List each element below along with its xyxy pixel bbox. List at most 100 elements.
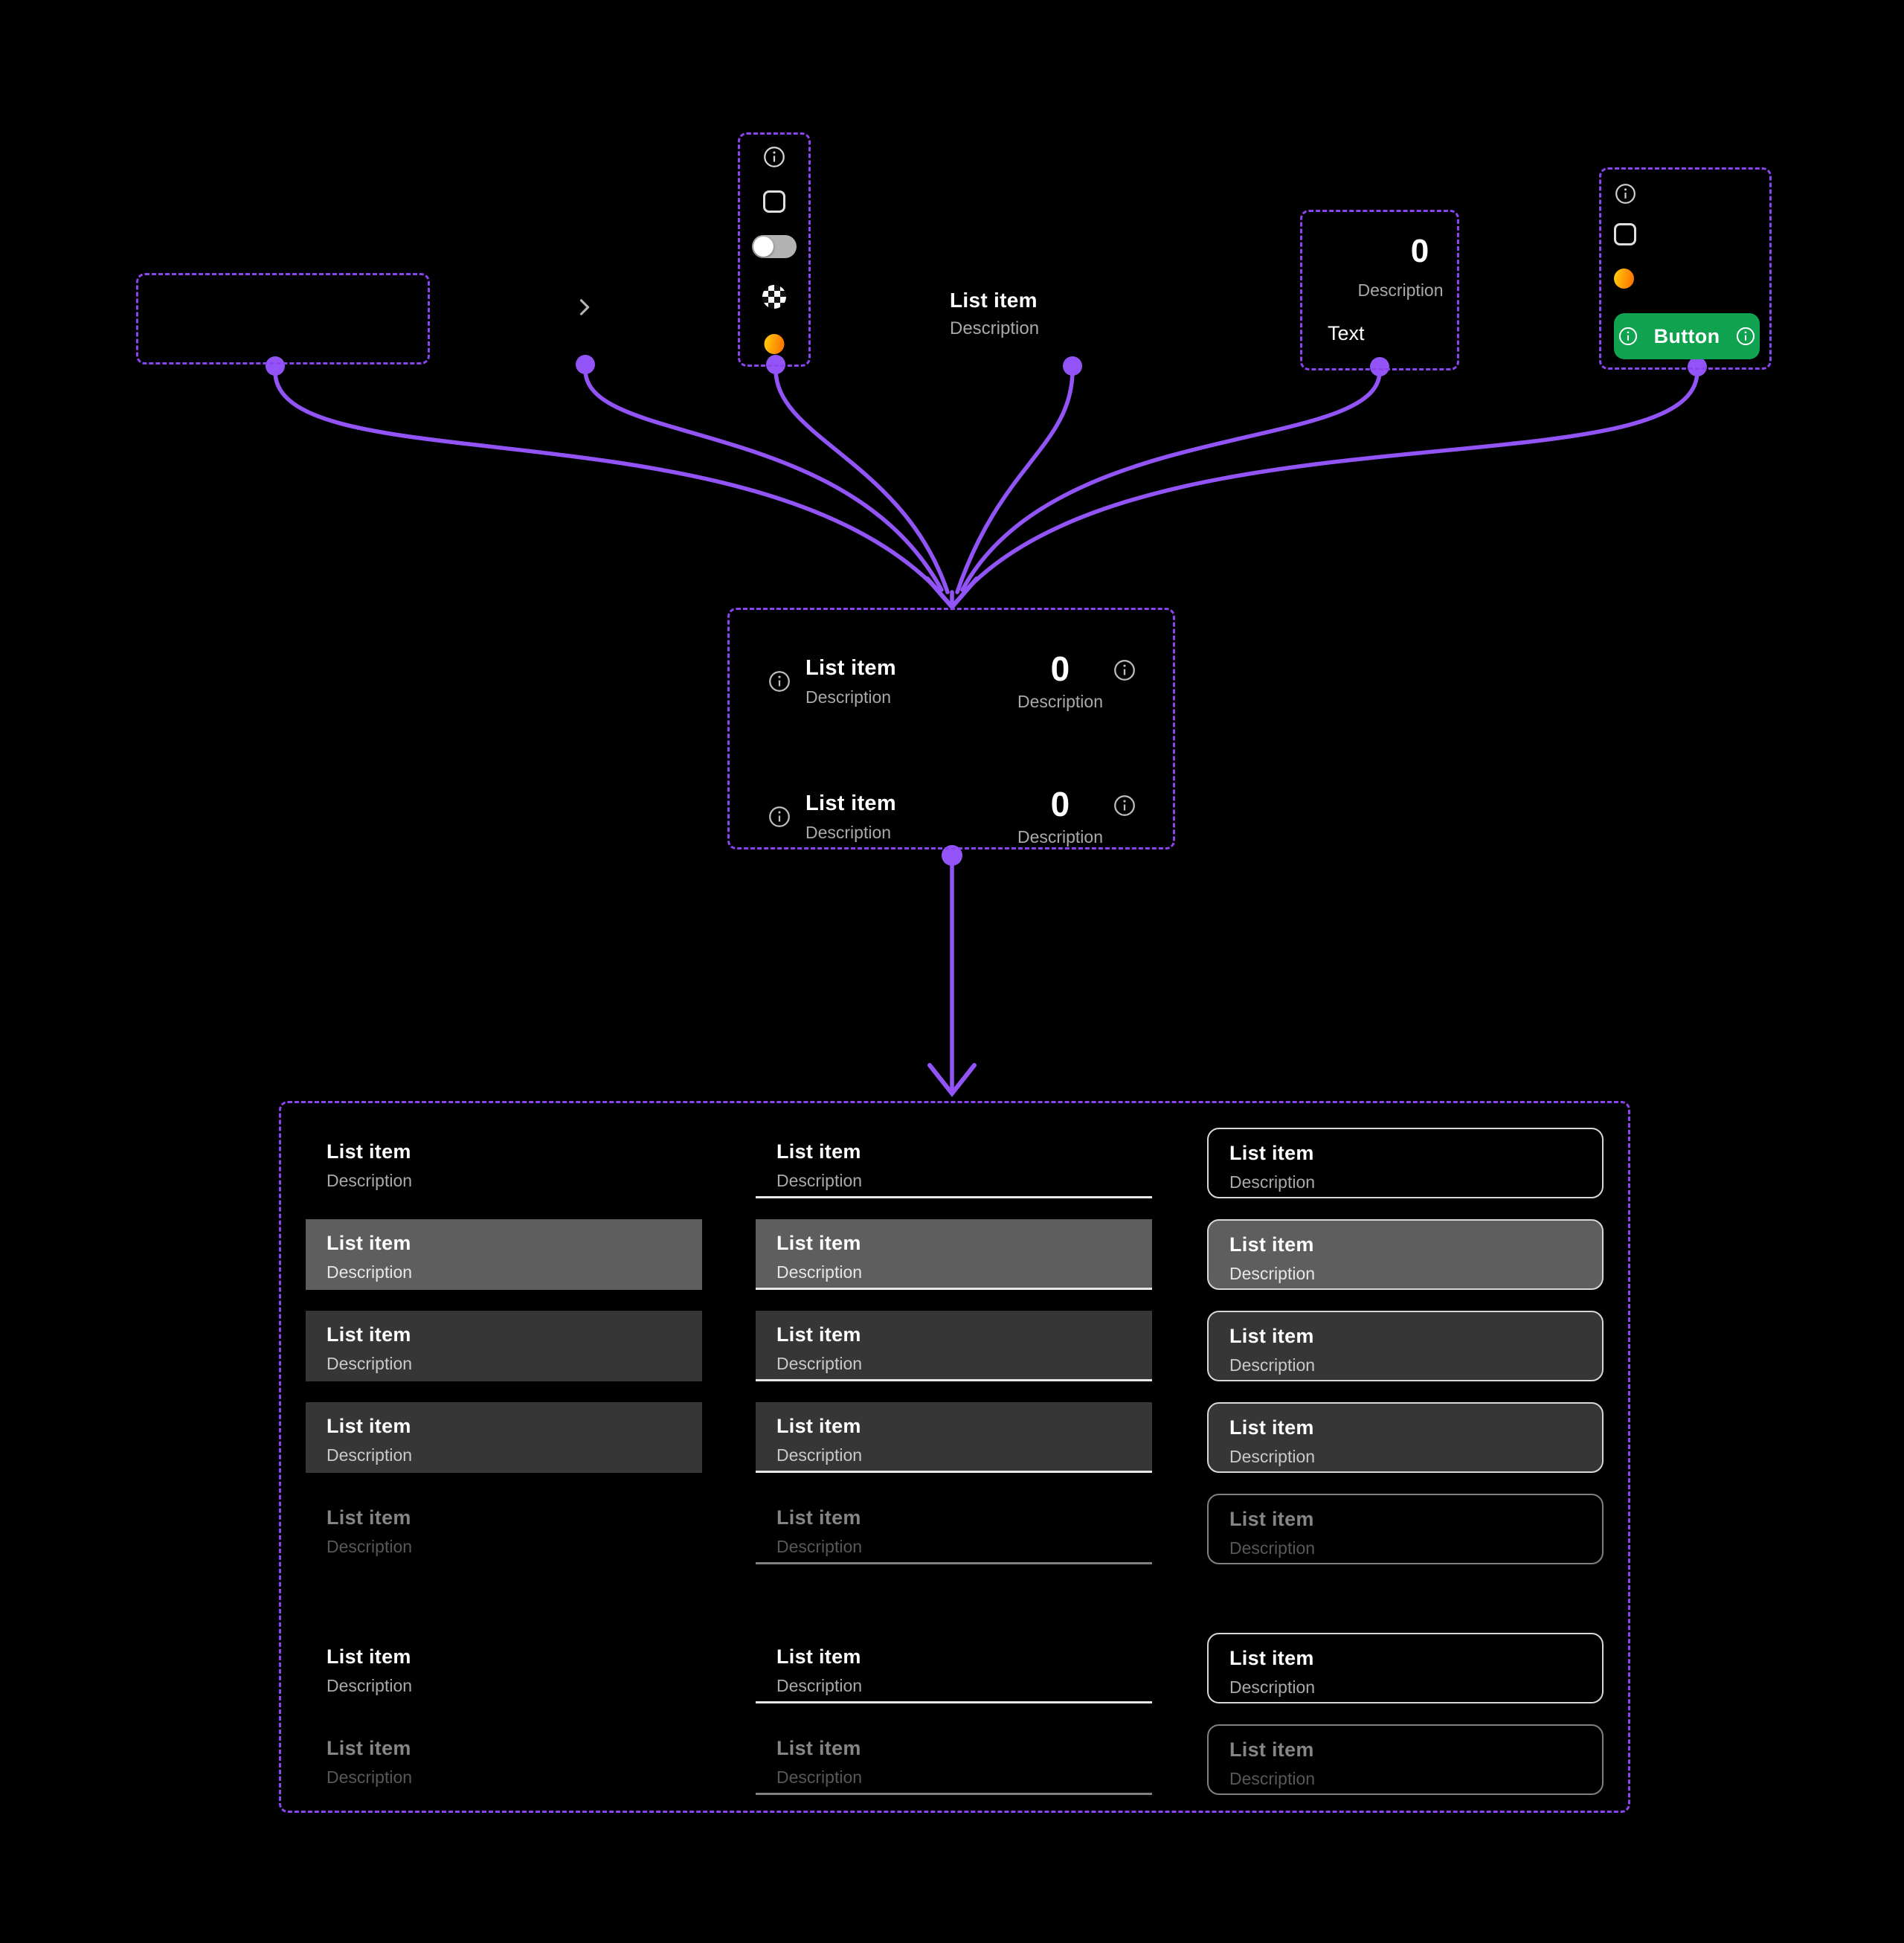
row-description: Description: [805, 822, 892, 842]
detail-row[interactable]: List item Description 0 Description: [768, 778, 1136, 855]
list-item-preview: List item Description: [950, 289, 1039, 339]
row-value: 0: [1050, 784, 1070, 823]
list-item-description: Description: [776, 1354, 863, 1373]
info-icon: [1737, 327, 1755, 346]
orange-dot-icon: [1614, 269, 1634, 289]
list-item-title: List item: [327, 1645, 411, 1668]
checkerboard-swatch-icon: [762, 285, 786, 309]
list-item-description: Description: [1229, 1355, 1316, 1375]
list-item-description: Description: [327, 1171, 413, 1190]
checkbox-icon[interactable]: [1614, 223, 1636, 245]
list-item-title: List item: [1229, 1142, 1314, 1164]
list-item-title: List item: [327, 1140, 411, 1163]
connector-curve: [960, 370, 1382, 592]
list-item-title: List item: [776, 1645, 861, 1668]
icon-panel-frame: [738, 132, 811, 367]
connector-dot: [576, 355, 595, 374]
chevron-right-icon[interactable]: [568, 292, 599, 323]
checkbox-icon[interactable]: [763, 190, 785, 213]
list-item-title: List item: [1229, 1647, 1314, 1669]
info-icon: [1114, 659, 1135, 681]
row-title: List item: [805, 791, 896, 815]
list-item-description: Description: [776, 1171, 863, 1190]
list-item-title: List item: [950, 289, 1038, 312]
list-item-title: List item: [1229, 1416, 1314, 1439]
connector-dot: [1063, 356, 1082, 376]
row-title: List item: [805, 655, 896, 680]
primary-button[interactable]: Button: [1614, 313, 1760, 359]
arrowhead-down-icon: [927, 1063, 977, 1097]
row-value-description: Description: [1017, 691, 1103, 711]
list-item-description: Description: [1229, 1769, 1316, 1788]
list-item-description: Description: [327, 1767, 413, 1787]
list-item-description: Description: [776, 1262, 863, 1282]
arrowhead-down-icon: [925, 577, 979, 611]
connector-curve: [273, 370, 938, 590]
info-icon: [1114, 794, 1135, 816]
list-item-title: List item: [776, 1737, 861, 1759]
list-item-description: Description: [776, 1767, 863, 1787]
value-number: 0: [1410, 233, 1429, 269]
list-item-description: Description: [327, 1262, 413, 1282]
list-item-title: List item: [776, 1506, 861, 1529]
list-item-title: List item: [776, 1140, 861, 1163]
list-item-title: List item: [1229, 1233, 1314, 1256]
connector-curve: [774, 368, 950, 594]
list-item-title: List item: [327, 1506, 411, 1529]
list-item-title: List item: [327, 1232, 411, 1254]
list-item-title: List item: [327, 1415, 411, 1437]
list-item-title: List item: [327, 1737, 411, 1759]
toggle-off-icon[interactable]: [752, 235, 797, 258]
button-label: Button: [1653, 324, 1720, 347]
orange-dot-icon: [764, 334, 785, 354]
list-item-description: Description: [1229, 1538, 1316, 1558]
list-item-title: List item: [1229, 1325, 1314, 1347]
detail-row[interactable]: List item Description 0 Description: [768, 643, 1136, 720]
list-item-description: Description: [327, 1445, 413, 1465]
list-item-description: Description: [776, 1537, 863, 1556]
value-description: Description: [1357, 280, 1444, 300]
detail-card-frame: List item Description 0 Description: [727, 608, 1175, 850]
list-item-title: List item: [1229, 1508, 1314, 1530]
info-icon: [1615, 183, 1636, 205]
info-icon: [769, 671, 790, 692]
row-value-description: Description: [1017, 826, 1103, 847]
info-icon: [763, 146, 785, 168]
row-description: Description: [805, 687, 892, 707]
value-box-frame: 0 Description Text: [1300, 210, 1459, 370]
list-item-description: Description: [1229, 1172, 1316, 1192]
button-box-frame: Button: [1599, 167, 1772, 370]
connector-curve: [966, 370, 1699, 590]
text-label: Text: [1328, 322, 1365, 344]
info-icon: [1618, 327, 1637, 346]
toggle-knob: [753, 237, 774, 257]
list-item-title: List item: [1229, 1738, 1314, 1761]
info-icon: [769, 806, 790, 827]
list-item-title: List item: [776, 1232, 861, 1254]
list-item-description: Description: [776, 1445, 863, 1465]
list-item-title: List item: [776, 1323, 861, 1346]
connector-curve: [583, 368, 944, 592]
